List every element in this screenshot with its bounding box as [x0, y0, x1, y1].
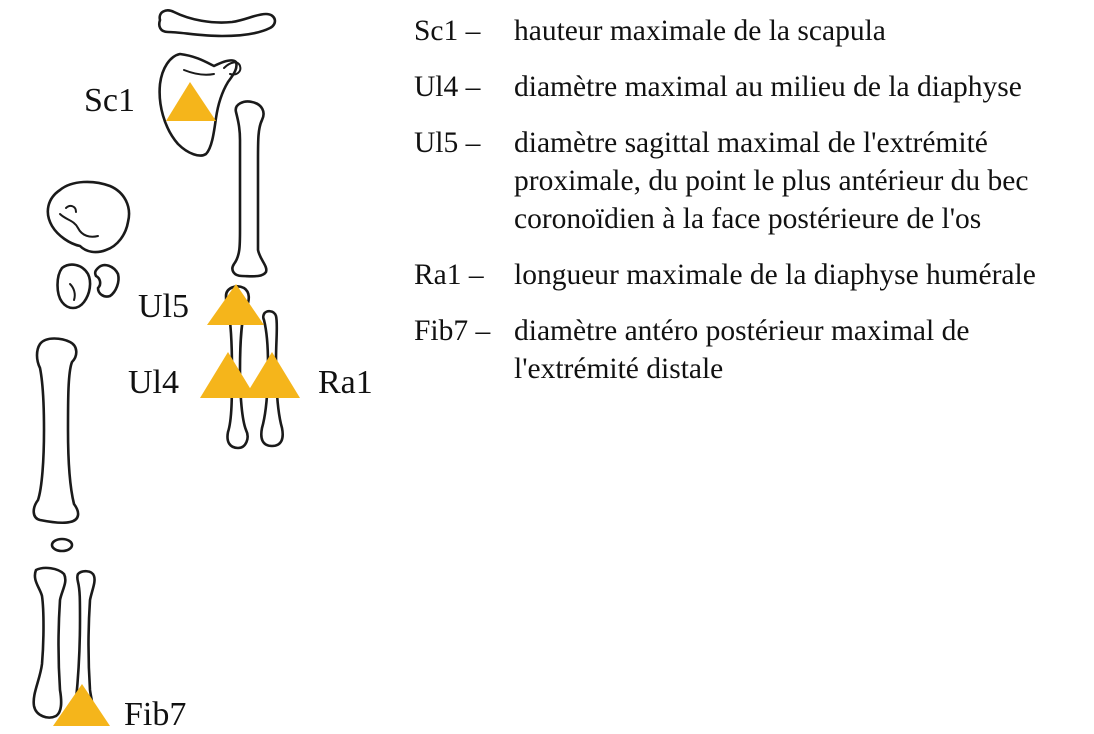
legend-code: Sc1 –	[414, 12, 480, 50]
skull	[48, 182, 129, 252]
mandible	[58, 265, 91, 308]
legend-code: Fib7 –	[414, 312, 490, 350]
label-ul5: Ul5	[138, 290, 189, 324]
marker-ul4	[200, 352, 256, 398]
marker-ul5	[207, 284, 264, 325]
patella	[52, 539, 72, 551]
label-sc1: Sc1	[84, 84, 135, 118]
legend-code: Ra1 –	[414, 256, 484, 294]
label-ra1: Ra1	[318, 366, 373, 400]
legend-description: hauteur maximale de la scapula	[414, 12, 1084, 50]
legend-item-fib7: Fib7 – diamètre antéro postérieur maxima…	[414, 312, 1084, 388]
measurement-legend: Sc1 – hauteur maximale de la scapula Ul4…	[414, 12, 1084, 406]
tibia	[34, 568, 66, 718]
label-fib7: Fib7	[124, 698, 186, 732]
label-ul4: Ul4	[128, 366, 179, 400]
maxilla	[95, 265, 118, 296]
legend-item-ul5: Ul5 – diamètre sagittal maximal de l'ext…	[414, 124, 1084, 238]
clavicle	[159, 10, 275, 36]
legend-item-sc1: Sc1 – hauteur maximale de la scapula	[414, 12, 1084, 50]
legend-description: diamètre antéro postérieur maximal de l'…	[414, 312, 1084, 388]
femur	[34, 339, 78, 523]
legend-item-ul4: Ul4 – diamètre maximal au milieu de la d…	[414, 68, 1084, 106]
legend-description: diamètre sagittal maximal de l'extrémité…	[414, 124, 1084, 238]
marker-ra1	[244, 352, 300, 398]
humerus	[232, 101, 266, 276]
legend-description: longueur maximale de la diaphyse huméral…	[414, 256, 1084, 294]
legend-description: diamètre maximal au milieu de la diaphys…	[414, 68, 1084, 106]
legend-code: Ul5 –	[414, 124, 480, 162]
legend-item-ra1: Ra1 – longueur maximale de la diaphyse h…	[414, 256, 1084, 294]
legend-code: Ul4 –	[414, 68, 480, 106]
